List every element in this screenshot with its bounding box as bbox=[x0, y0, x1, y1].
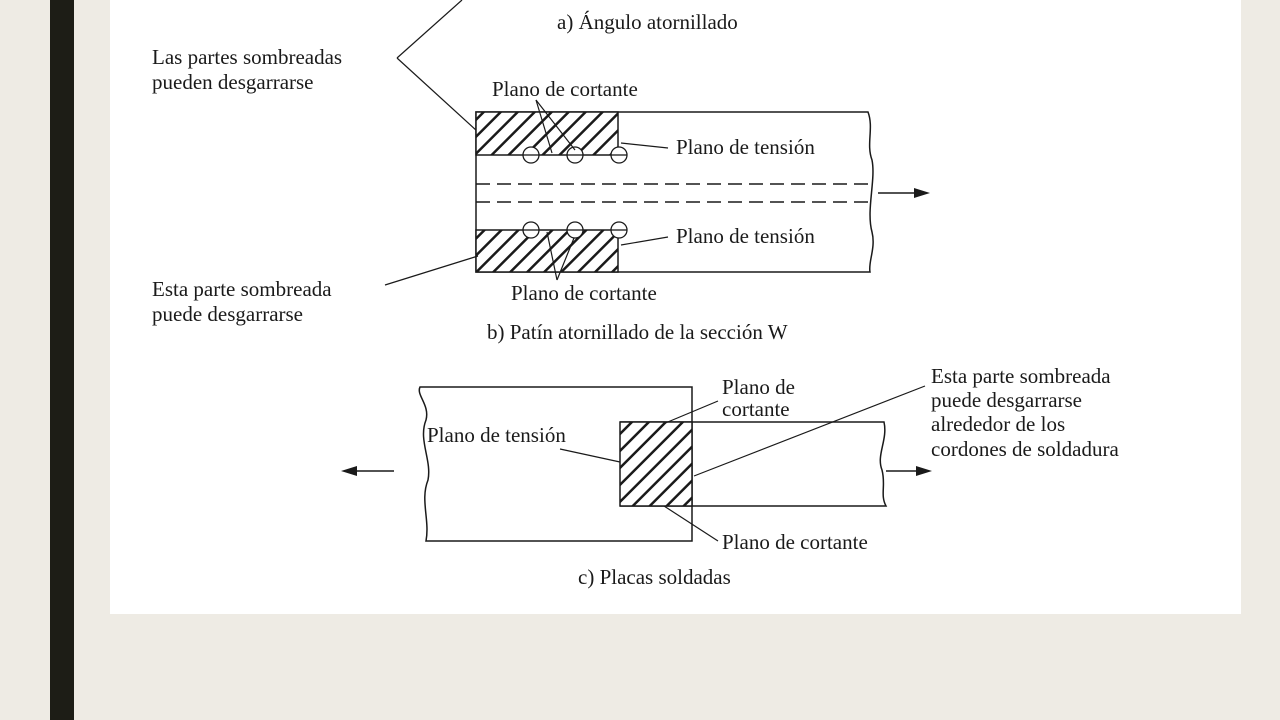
label-weld-shaded-line4: cordones de soldadura bbox=[931, 437, 1119, 461]
label-tension-plane-c: Plano de tensión bbox=[427, 423, 566, 447]
leader-weld-shaded bbox=[693, 385, 926, 477]
label-tension-plane-bottom: Plano de tensión bbox=[676, 224, 815, 248]
leader-shear-plane-top-1 bbox=[535, 99, 553, 154]
leader-tension-plane-top bbox=[620, 142, 669, 149]
caption-b: b) Patín atornillado de la sección W bbox=[487, 320, 788, 344]
caption-a: a) Ángulo atornillado bbox=[557, 10, 738, 34]
flange-plate-outline bbox=[475, 111, 874, 273]
label-shear-plane-bottom: Plano de cortante bbox=[511, 281, 657, 305]
leader-shear-plane-bottom-1 bbox=[546, 231, 558, 281]
shaded-tear-area-bottom bbox=[475, 229, 619, 273]
bolt-holes-top bbox=[522, 146, 628, 164]
leader-shaded-plural-bottom bbox=[396, 57, 478, 132]
section-c-diagram: Plano de cortante Plano de tensión Esta … bbox=[341, 364, 1119, 589]
label-shear-plane-c-bottom: Plano de cortante bbox=[722, 530, 868, 554]
slide-left-accent-bar bbox=[50, 0, 74, 720]
leader-shear-plane-c-top bbox=[662, 400, 719, 425]
label-weld-shaded-line1: Esta parte sombreada bbox=[931, 364, 1111, 388]
label-shaded-single-line1: Esta parte sombreada bbox=[152, 277, 332, 301]
leader-tension-plane-bottom bbox=[620, 236, 669, 246]
caption-c: c) Placas soldadas bbox=[578, 565, 731, 589]
tension-arrow-right-c-icon bbox=[886, 466, 932, 476]
leader-shear-plane-bottom-2 bbox=[556, 237, 575, 281]
shaded-weld-tear-area bbox=[619, 421, 693, 507]
tension-arrow-right-icon bbox=[878, 188, 930, 198]
small-plate-outline bbox=[620, 421, 888, 507]
tension-arrow-left-icon bbox=[341, 466, 394, 476]
leader-shear-plane-top-2 bbox=[535, 99, 576, 151]
label-weld-shaded-line2: puede desgarrarse bbox=[931, 388, 1082, 412]
shaded-tear-area-top bbox=[475, 111, 619, 156]
slide-content-panel bbox=[110, 0, 1241, 614]
label-shaded-single-line2: puede desgarrarse bbox=[152, 302, 303, 326]
leader-shaded-single bbox=[384, 255, 479, 286]
section-b-diagram: Las partes sombreadas pueden desgarrarse bbox=[152, 45, 930, 344]
label-shear-plane-c-line2: cortante bbox=[722, 397, 790, 421]
leader-shaded-plural-top bbox=[396, 0, 463, 59]
label-weld-shaded-line3: alrededor de los bbox=[931, 412, 1065, 436]
large-plate-outline bbox=[418, 386, 693, 542]
leader-shear-plane-c-bottom bbox=[663, 505, 719, 542]
label-shaded-plural-line2: pueden desgarrarse bbox=[152, 70, 314, 94]
bolt-holes-bottom bbox=[522, 221, 628, 239]
leader-tension-plane-c bbox=[559, 448, 621, 463]
label-shear-plane-c-line1: Plano de bbox=[722, 375, 795, 399]
label-tension-plane-top: Plano de tensión bbox=[676, 135, 815, 159]
label-shear-plane-top: Plano de cortante bbox=[492, 77, 638, 101]
label-shaded-plural-line1: Las partes sombreadas bbox=[152, 45, 342, 69]
